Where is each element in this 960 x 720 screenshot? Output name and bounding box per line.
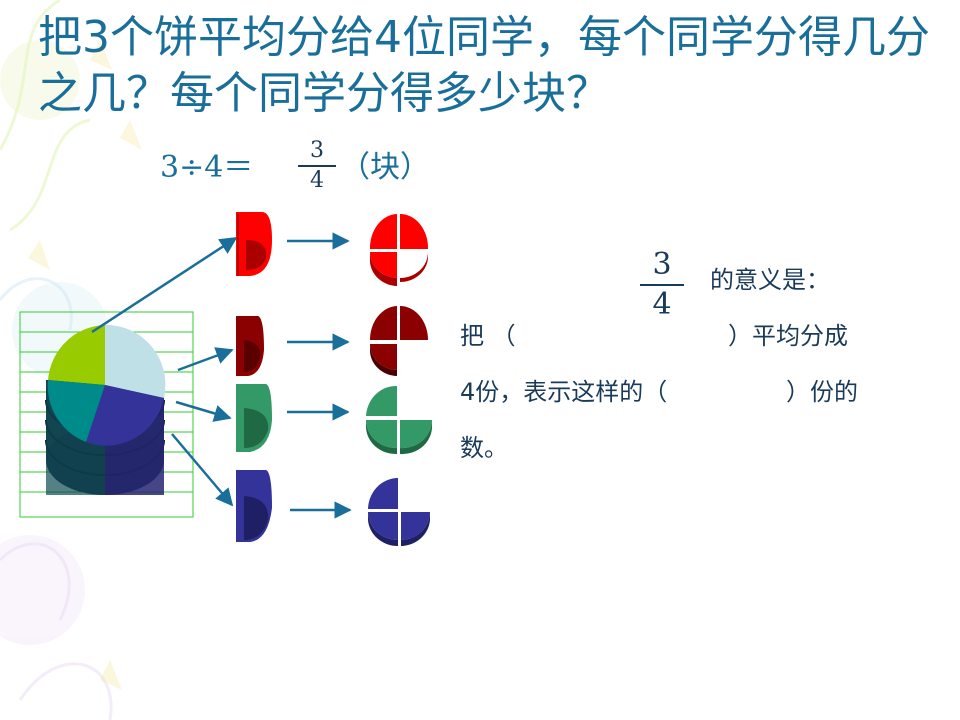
equation-numerator: 3	[310, 138, 324, 163]
equation-lhs: 3÷4＝	[160, 150, 254, 185]
meaning-fraction: 3 4	[640, 250, 684, 320]
quarter-pie-icon	[369, 213, 429, 286]
page-title: 把3个饼平均分给4位同学，每个同学分得几分之几？每个同学分得多少块？	[38, 12, 930, 119]
equation-denominator: 4	[310, 168, 324, 193]
equation-unit: （块）	[340, 150, 430, 185]
fraction-bar	[640, 284, 684, 286]
pie-slice-icon	[236, 470, 272, 542]
meaning-label: 的意义是：	[710, 266, 830, 294]
meaning-line1-start: 把 （	[460, 322, 516, 350]
meaning-line2-end: ）份的	[786, 378, 858, 406]
meaning-line1-end: ）平均分成	[728, 322, 848, 350]
quarter-pie-icon	[366, 385, 433, 455]
meaning-denominator: 4	[652, 287, 672, 322]
meaning-numerator: 3	[652, 247, 672, 282]
fraction-bar	[298, 165, 336, 167]
quarter-pie-icon	[368, 478, 430, 547]
meaning-line2-start: 4份，表示这样的（	[460, 378, 668, 406]
arrow-icon	[91, 232, 352, 519]
meaning-line3: 数。	[460, 434, 508, 462]
pie-slice-icon	[236, 384, 272, 452]
pie-slice-icon	[236, 316, 264, 376]
pie-slice-icon	[236, 212, 272, 276]
quarter-pie-icon	[370, 306, 428, 376]
equation-fraction: 3 4	[298, 140, 336, 192]
pie-stack-icon	[45, 324, 166, 495]
